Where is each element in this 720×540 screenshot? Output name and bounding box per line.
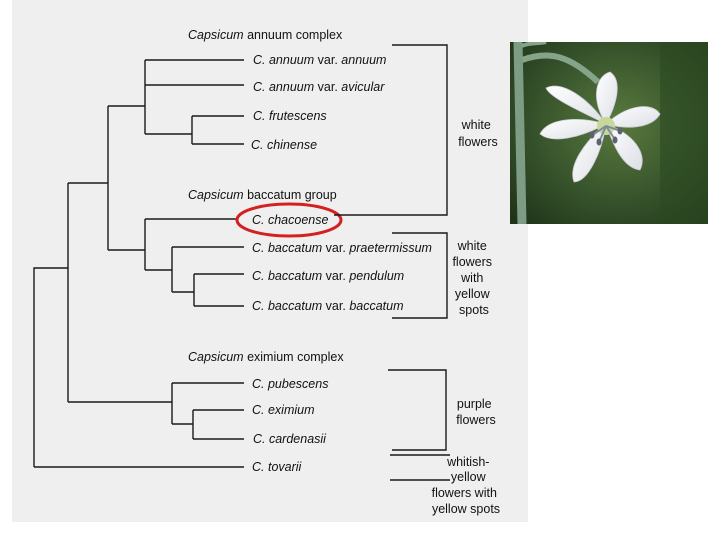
taxon-label: C. baccatum var. baccatum [252,299,404,313]
branch-baccatum-vars [145,246,244,307]
flower-note-whitish-yellow: whitish- yellow flowers with yellow spot… [432,455,501,516]
taxon-label: C. annuum var. annuum [253,53,386,67]
branch-annuum-vars [145,59,244,86]
group-heading-annuum: Capsicum annuum complex [188,28,343,42]
flower-notes: white flowers white flowers with yellow … [432,118,501,516]
branch-annuum-baccatum [68,106,145,251]
stem [521,42,547,48]
taxon-label: C. frutescens [253,109,327,123]
group-heading-baccatum: Capsicum baccatum group [188,188,337,202]
stamens [593,125,619,141]
bracket-whitish-yellow [390,454,450,481]
branch-eximium-complex [145,382,244,440]
taxon-label: C. baccatum var. praetermissum [252,241,432,255]
bracket-white-flowers [334,44,448,216]
taxon-label: C. cardenasii [253,432,327,446]
highlight-ring [235,202,343,238]
branch-frutescens-chinense [145,115,244,145]
taxon-label: C. pubescens [252,377,328,391]
flower-note-white: white flowers [458,118,498,149]
taxon-label: C. tovarii [252,460,303,474]
taxon-label: C. eximium [252,403,315,417]
group-headings: Capsicum annuum complex Capsicum baccatu… [188,28,344,364]
branch-annuum-complex [108,60,146,134]
branch-ingroup [67,183,145,403]
taxon-label: C. baccatum var. pendulum [252,269,404,283]
diagram-scan-background [12,0,528,522]
taxon-label: C. annuum var. avicular [253,80,385,94]
branch-baccatum-group [144,218,236,270]
flower-note-purple: purple flowers [456,397,496,427]
bracket-white-yellow-spots [392,232,448,319]
white-flower-photo [510,42,708,224]
bracket-purple-flowers [388,369,447,451]
flower-note-white-yellow-spots: white flowers with yellow spots [452,239,495,317]
taxon-label-highlighted: C. chacoense [252,213,328,227]
flower-brackets [334,44,450,481]
stem [513,42,527,224]
taxon-labels: C. annuum var. annuum C. annuum var. avi… [251,53,432,474]
anthers [589,127,623,146]
tree-branches [33,59,244,468]
stem [520,52,601,85]
flower-petals [539,71,661,183]
branch-root [33,267,244,468]
group-heading-eximium: Capsicum eximium complex [188,350,344,364]
taxon-label: C. chinense [251,138,317,152]
